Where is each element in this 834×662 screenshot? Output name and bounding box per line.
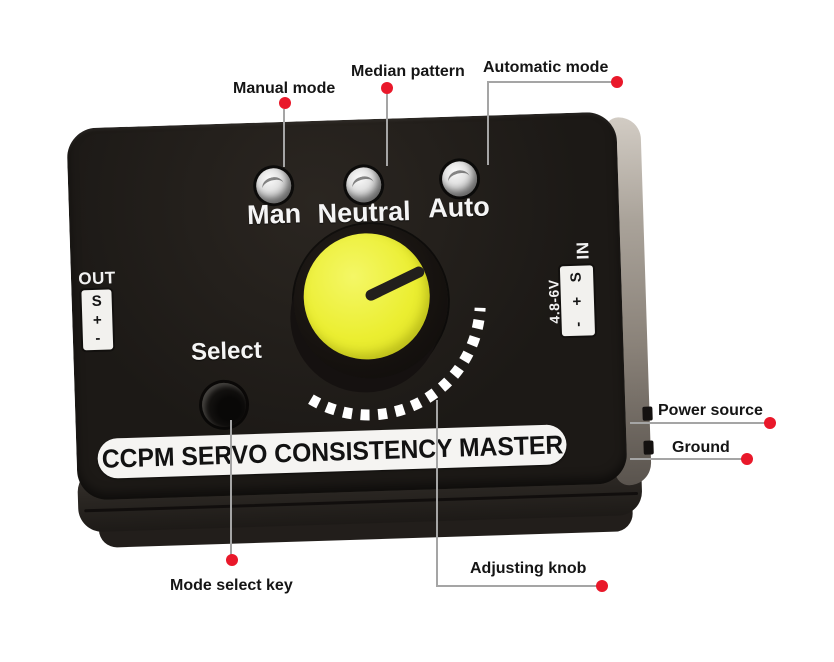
out-pin-minus: - — [95, 329, 101, 347]
annotation-mode-select-key: Mode select key — [170, 577, 293, 594]
median-pattern-dot-icon — [381, 82, 393, 94]
product-name-strip: CCPM SERVO CONSISTENCY MASTER — [97, 424, 568, 479]
annotation-power-source: Power source — [658, 402, 763, 419]
select-label: Select — [190, 336, 263, 366]
mode-select-leader-line — [230, 420, 232, 556]
automatic-mode-leader-line-v — [487, 81, 489, 165]
annotation-adjusting-knob: Adjusting knob — [470, 560, 587, 577]
in-pin-box: S + - — [559, 265, 596, 337]
mode-select-button — [201, 382, 247, 428]
in-port-title: IN — [573, 241, 593, 260]
ground-leader-line — [630, 458, 746, 460]
servo-tester-device: Man Neutral Auto OUT S + - Select — [66, 111, 654, 548]
product-name: CCPM SERVO CONSISTENCY MASTER — [100, 428, 564, 474]
out-pin-box: S + - — [81, 289, 114, 351]
manual-mode-dot-icon — [279, 97, 291, 109]
annotation-ground: Ground — [672, 439, 730, 456]
manual-mode-leader-line — [283, 109, 285, 167]
annotation-median-pattern: Median pattern — [351, 63, 465, 80]
median-pattern-leader-line — [386, 94, 388, 166]
automatic-mode-dot-icon — [611, 76, 623, 88]
led-label-auto: Auto — [427, 191, 491, 224]
annotation-automatic-mode: Automatic mode — [483, 59, 609, 76]
automatic-mode-leader-line-h — [487, 81, 613, 83]
in-voltage-label: 4.8-6V — [545, 279, 563, 324]
adjusting-knob-leader-line-h — [436, 585, 602, 587]
in-pin-minus: - — [569, 321, 587, 328]
out-pin-plus: + — [92, 311, 102, 329]
device-front-panel: Man Neutral Auto OUT S + - Select — [66, 111, 628, 501]
out-pin-s: S — [91, 292, 102, 311]
annotation-manual-mode: Manual mode — [233, 80, 336, 97]
out-port-title: OUT — [78, 268, 116, 289]
adjusting-knob-dot-icon — [596, 580, 608, 592]
ground-pin — [643, 440, 654, 455]
power-pin — [642, 406, 653, 421]
in-pin-s: S — [568, 271, 586, 283]
power-source-dot-icon — [764, 417, 776, 429]
adjusting-knob-leader-line-v — [436, 400, 438, 587]
in-pin-plus: + — [568, 296, 587, 306]
power-source-leader-line — [630, 422, 767, 424]
mode-select-dot-icon — [226, 554, 238, 566]
ground-dot-icon — [741, 453, 753, 465]
